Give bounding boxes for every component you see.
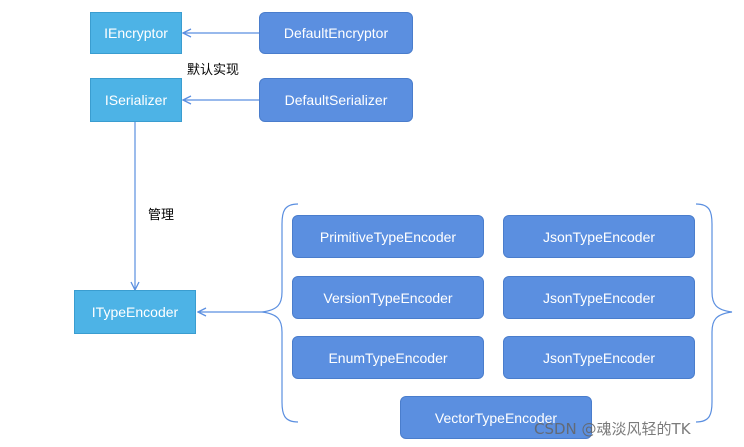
- json-type-encoder-node-2[interactable]: JsonTypeEncoder: [503, 276, 695, 319]
- iserializer-node[interactable]: ISerializer: [90, 78, 182, 122]
- manage-label: 管理: [148, 208, 175, 223]
- primitive-type-encoder-node[interactable]: PrimitiveTypeEncoder: [292, 215, 484, 258]
- default-encryptor-node[interactable]: DefaultEncryptor: [259, 12, 413, 54]
- right-brace: [695, 203, 733, 423]
- vector-type-encoder-node[interactable]: VectorTypeEncoder: [400, 396, 592, 439]
- default-serializer-node[interactable]: DefaultSerializer: [259, 78, 413, 122]
- iencryptor-node[interactable]: IEncryptor: [90, 12, 182, 54]
- default-impl-label: 默认实现: [187, 63, 240, 78]
- json-type-encoder-node-3[interactable]: JsonTypeEncoder: [503, 336, 695, 379]
- itypeencoder-node[interactable]: ITypeEncoder: [74, 290, 196, 334]
- watermark-text: CSDN @魂淡风轻的TK: [534, 420, 691, 438]
- version-type-encoder-node[interactable]: VersionTypeEncoder: [292, 276, 484, 319]
- left-brace: [261, 203, 299, 423]
- enum-type-encoder-node[interactable]: EnumTypeEncoder: [292, 336, 484, 379]
- json-type-encoder-node-1[interactable]: JsonTypeEncoder: [503, 215, 695, 258]
